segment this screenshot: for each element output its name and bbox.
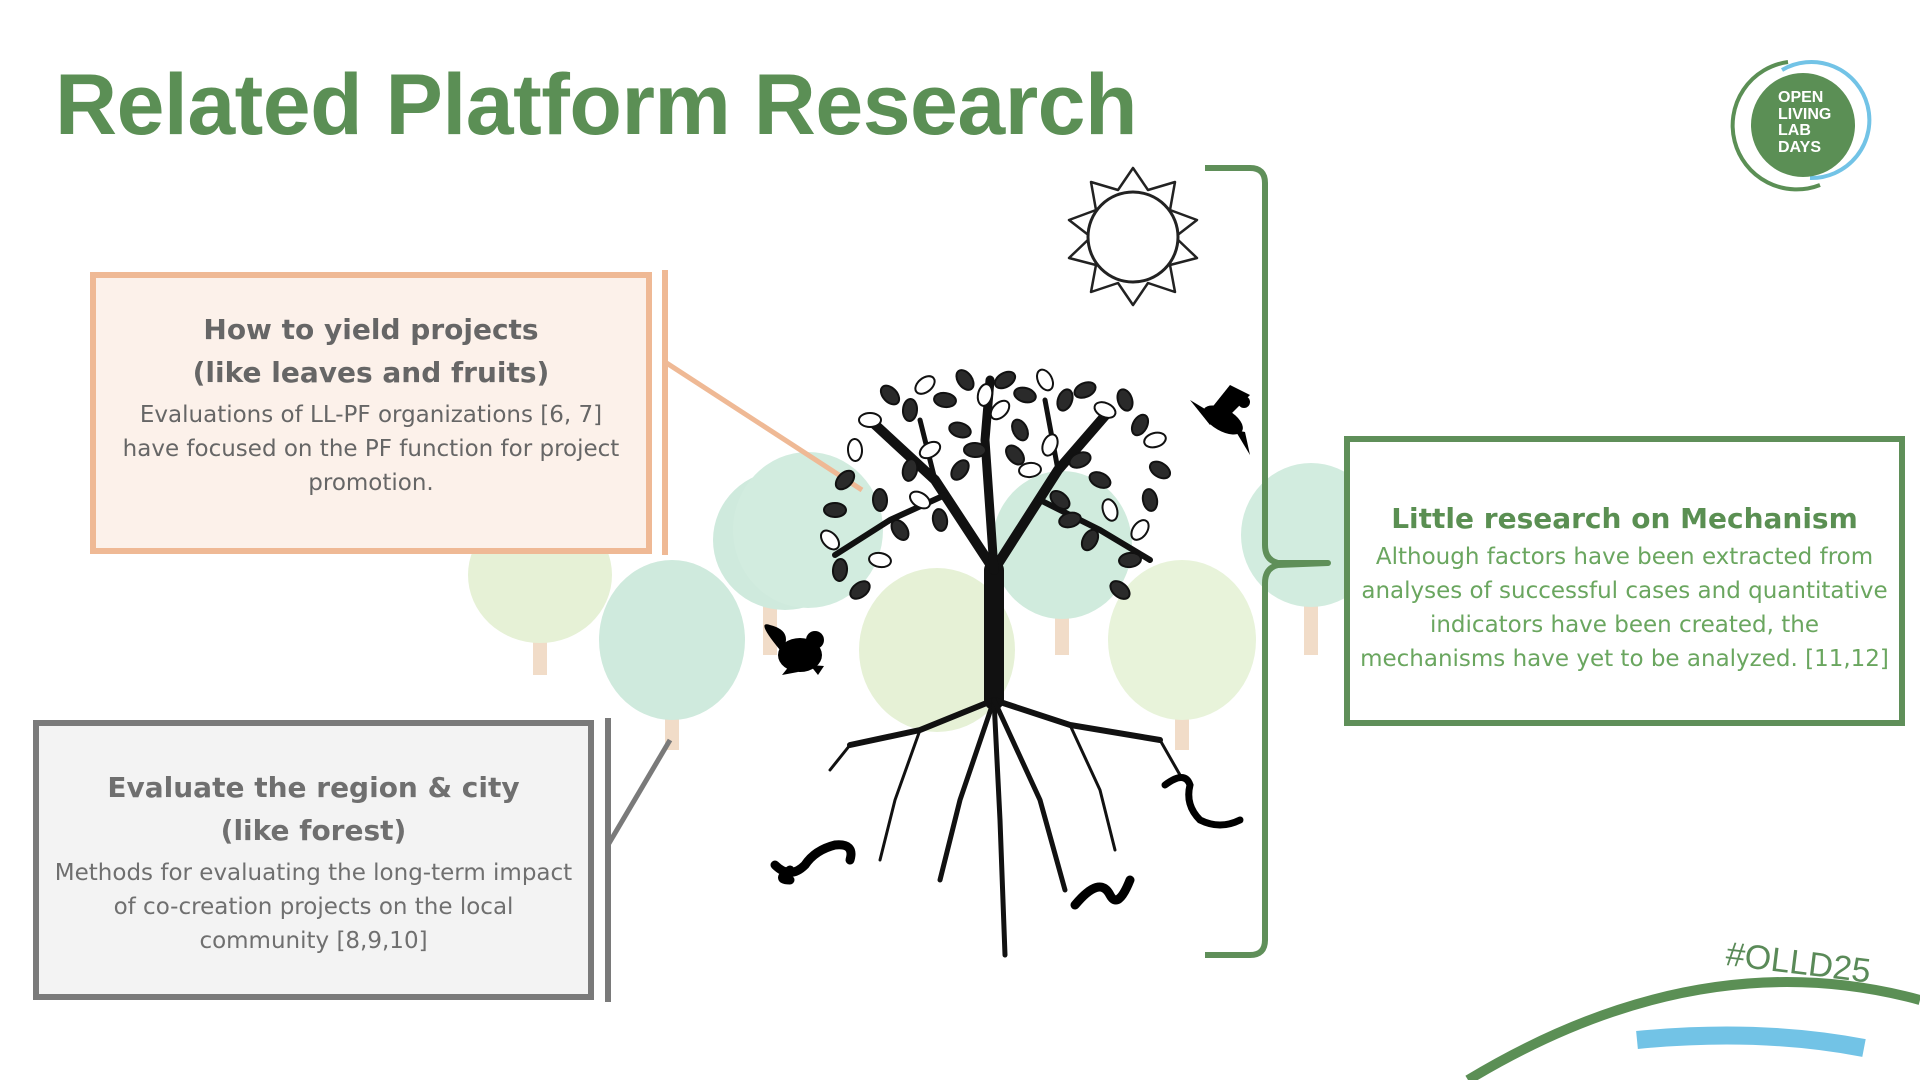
leaf-icon <box>879 384 901 406</box>
logo-line: OPEN <box>1778 89 1824 106</box>
bird-icon <box>1190 385 1250 455</box>
leaf-icon <box>1093 401 1117 419</box>
worm-icon <box>770 840 856 885</box>
leaf-icon <box>950 459 970 481</box>
leaf-icon <box>1130 519 1150 541</box>
background-tree-icon <box>992 471 1132 655</box>
sun-icon <box>1067 166 1199 307</box>
bracket <box>1205 165 1331 958</box>
leaf-icon <box>1148 460 1172 480</box>
leaf-icon <box>1073 381 1097 399</box>
bottom-arc-blue <box>1636 1026 1866 1057</box>
leaf-icon <box>901 398 919 422</box>
leaf-icon <box>834 469 856 491</box>
yield-heading-line2: (like leaves and fruits) <box>192 356 550 389</box>
leaf-icon <box>901 458 919 482</box>
leaf-icon <box>976 383 994 407</box>
leaf-icon <box>1041 433 1059 457</box>
logo-line: DAYS <box>1778 138 1821 156</box>
worm-icon <box>1070 875 1135 910</box>
leaf-icon <box>846 438 864 462</box>
leaf-icon <box>933 391 957 409</box>
worm-icon <box>1161 774 1244 829</box>
squirrel-icon <box>764 624 824 675</box>
forest-heading-line2: (like forest) <box>220 814 407 847</box>
bottom-arc-green <box>1465 977 1920 1080</box>
logo-line: LIVING <box>1778 105 1832 123</box>
leaf-icon <box>1141 488 1159 512</box>
leaf-icon <box>989 399 1011 421</box>
background-tree-icon <box>1108 560 1256 750</box>
leaf-icon <box>1143 431 1167 449</box>
leaf-icon <box>1011 418 1029 442</box>
forest-connector <box>605 738 673 847</box>
leaf-icon <box>1068 451 1092 469</box>
forest-body: Methods for evaluating the long-term imp… <box>54 860 573 954</box>
forest-heading-line1: Evaluate the region & city <box>107 771 520 804</box>
leaf-icon <box>1080 528 1100 552</box>
background-tree-icon <box>599 560 745 750</box>
leaf-icon <box>909 490 931 510</box>
leaf-icon <box>1013 386 1037 404</box>
leaf-icon <box>1130 413 1150 437</box>
leaf-icon <box>1049 490 1071 510</box>
leaf-icon <box>948 421 972 439</box>
mechanism-box: Little research on Mechanism Although fa… <box>1344 436 1905 726</box>
leaf-icon <box>1118 551 1142 569</box>
logo-line: LAB <box>1778 122 1811 139</box>
slide-title: Related Platform Research <box>55 57 1138 153</box>
yield-heading-line1: How to yield projects <box>203 313 539 346</box>
leaf-icon <box>890 519 910 541</box>
logo-text: OPEN LIVING LAB DAYS <box>1778 89 1832 156</box>
mechanism-heading: Little research on Mechanism <box>1391 502 1858 535</box>
forest-evaluation-box: Evaluate the region & city (like forest)… <box>33 720 594 1000</box>
leaf-icon <box>1088 471 1112 489</box>
leaf-icon <box>871 488 889 512</box>
leaf-icon <box>868 551 892 569</box>
leaf-icon <box>1036 368 1054 392</box>
leaf-icon <box>914 375 936 395</box>
leaf-icon <box>1056 388 1074 412</box>
leaf-icon <box>831 558 849 582</box>
leaf-icon <box>918 440 942 460</box>
yield-projects-box: How to yield projects (like leaves and f… <box>90 272 652 554</box>
yield-body: Evaluations of LL-PF organizations [6, 7… <box>122 402 620 496</box>
leaf-icon <box>963 441 987 459</box>
logo <box>1730 60 1872 192</box>
leaf-icon <box>858 412 882 428</box>
leaf-icon <box>1101 498 1119 522</box>
leaf-icon <box>955 369 975 391</box>
leaf-icon <box>1109 580 1131 600</box>
leaf-icon <box>819 529 841 551</box>
leaf-icon <box>1058 511 1082 529</box>
mechanism-body: Although factors have been extracted fro… <box>1360 544 1889 672</box>
leaf-icon <box>1018 461 1042 479</box>
tree-leaves <box>819 368 1172 600</box>
leaf-icon <box>931 508 949 532</box>
leaf-icon <box>1005 444 1025 466</box>
leaf-icon <box>993 370 1017 390</box>
leaf-icon <box>1116 388 1134 412</box>
leaf-icon <box>823 501 847 519</box>
leaf-icon <box>849 580 871 600</box>
background-tree-icon <box>859 568 1015 732</box>
yield-connector <box>663 359 864 493</box>
